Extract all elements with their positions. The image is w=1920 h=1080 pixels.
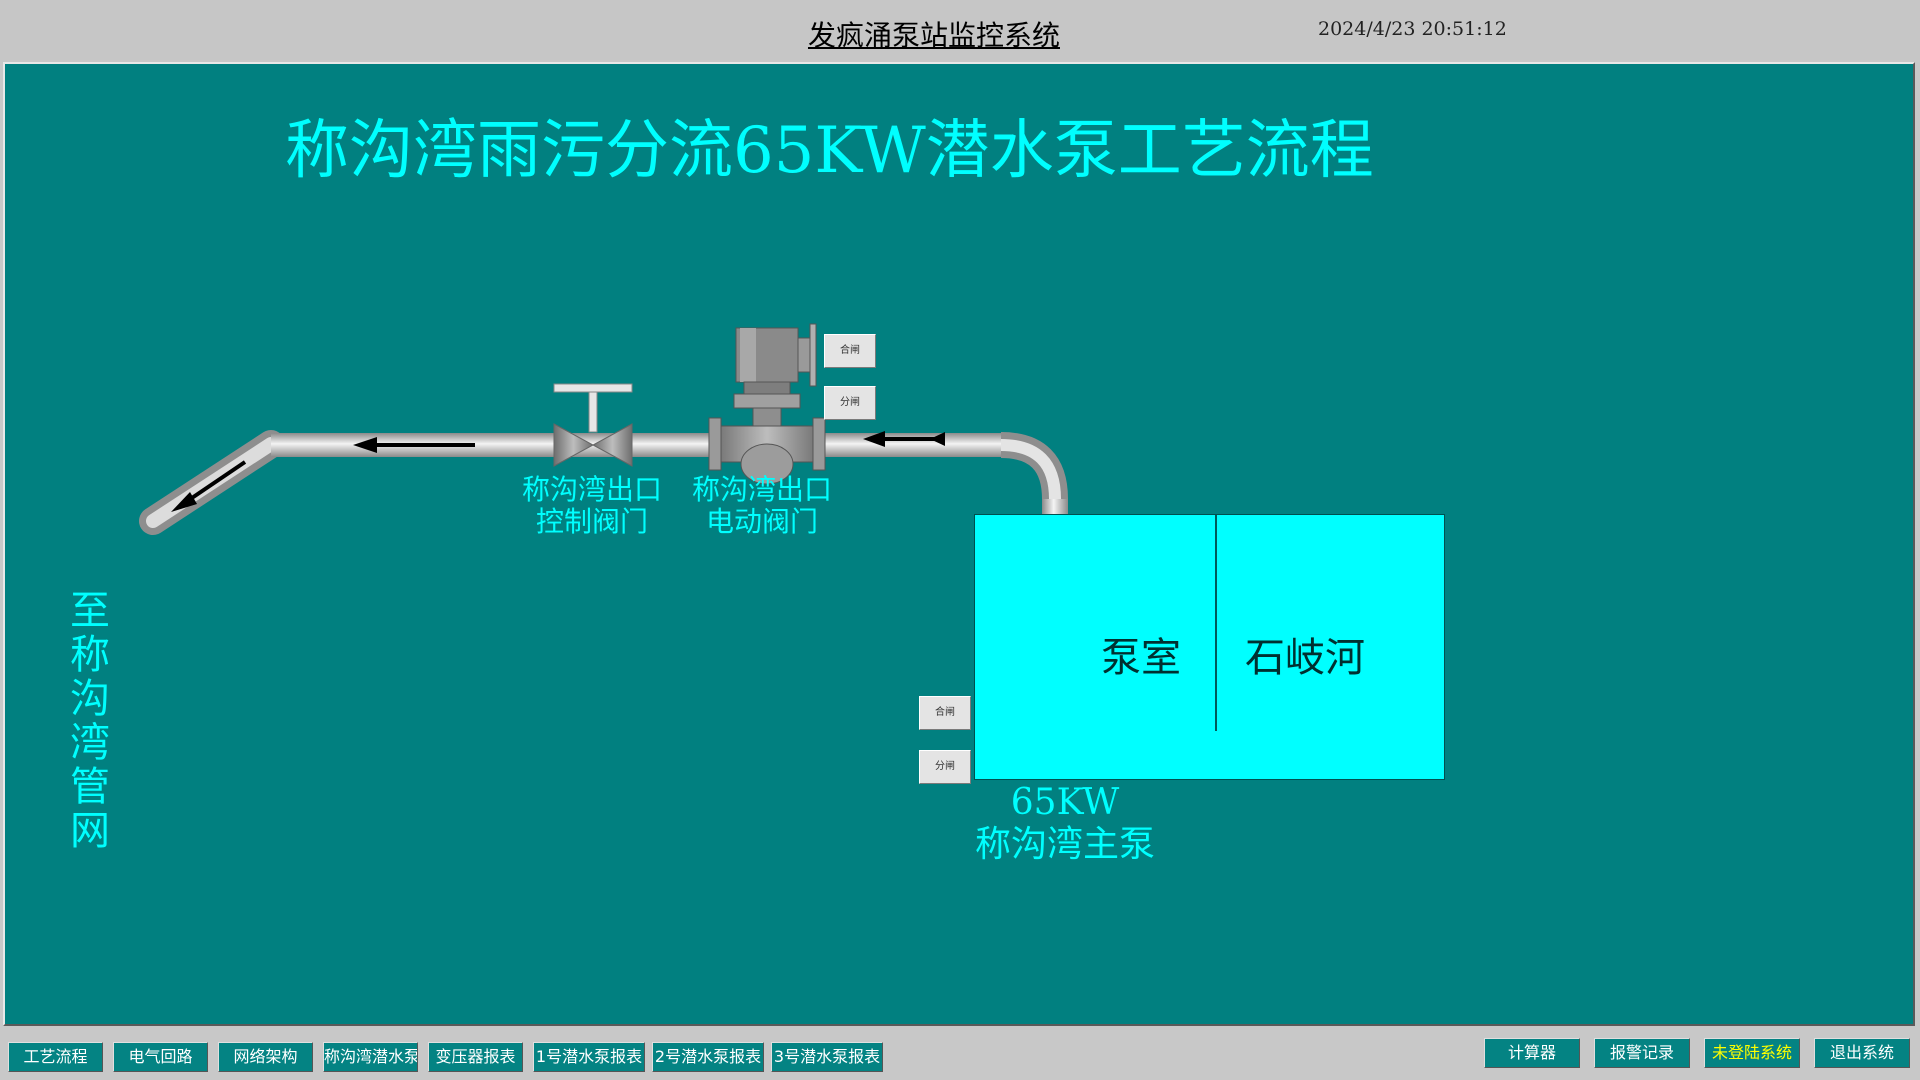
nav-process-flow-button[interactable]: 工艺流程 [8, 1042, 103, 1072]
nav-pump3-report-button[interactable]: 3号潜水泵报表 [771, 1042, 883, 1072]
nav-network-architecture-button[interactable]: 网络架构 [218, 1042, 313, 1072]
login-status-button[interactable]: 未登陆系统 [1704, 1038, 1800, 1068]
control-valve-icon [553, 383, 633, 467]
flow-arrow-icon [863, 431, 945, 447]
valve-close-button[interactable]: 合闸 [824, 334, 876, 368]
nav-electrical-circuit-button[interactable]: 电气回路 [113, 1042, 208, 1072]
pump-room-tank: 泵室 石岐河 [974, 514, 1445, 780]
pump-open-button[interactable]: 分闸 [919, 750, 971, 784]
valve-open-button[interactable]: 分闸 [824, 386, 876, 420]
tank-river-label: 石岐河 [1245, 635, 1365, 681]
alarm-log-button[interactable]: 报警记录 [1594, 1038, 1690, 1068]
tank-pump-room-label: 泵室 [1101, 635, 1181, 681]
flow-arrow-icon [353, 437, 475, 453]
nav-submersible-pump-button[interactable]: 称沟湾潜水泵 [323, 1042, 418, 1072]
flow-arrow-icon [171, 460, 247, 512]
nav-transformer-report-button[interactable]: 变压器报表 [428, 1042, 523, 1072]
destination-label: 至称沟湾管网 [70, 588, 110, 854]
electric-valve-label: 称沟湾出口 电动阀门 [691, 473, 832, 538]
pipeline-diagram [139, 323, 1100, 770]
datetime-display: 2024/4/23 20:51:12 [1318, 18, 1507, 40]
exit-system-button[interactable]: 退出系统 [1814, 1038, 1910, 1068]
footer-toolbar: 工艺流程 电气回路 网络架构 称沟湾潜水泵 变压器报表 1号潜水泵报表 2号潜水… [0, 1028, 1920, 1080]
pump-close-button[interactable]: 合闸 [919, 696, 971, 730]
process-diagram-panel: 称沟湾雨污分流65KW潜水泵工艺流程 [3, 62, 1915, 1026]
nav-pump1-report-button[interactable]: 1号潜水泵报表 [533, 1042, 645, 1072]
calculator-button[interactable]: 计算器 [1484, 1038, 1580, 1068]
electric-valve-icon [708, 323, 826, 485]
pump-label: 65KW 称沟湾主泵 [974, 782, 1155, 865]
control-valve-label: 称沟湾出口 控制阀门 [521, 473, 662, 538]
system-title: 发疯涌泵站监控系统 [807, 19, 1060, 52]
title-bar: 发疯涌泵站监控系统 2024/4/23 20:51:12 [0, 0, 1920, 60]
diagram-title: 称沟湾雨污分流65KW潜水泵工艺流程 [285, 114, 1374, 188]
nav-pump2-report-button[interactable]: 2号潜水泵报表 [652, 1042, 764, 1072]
tank-divider [1215, 515, 1217, 731]
